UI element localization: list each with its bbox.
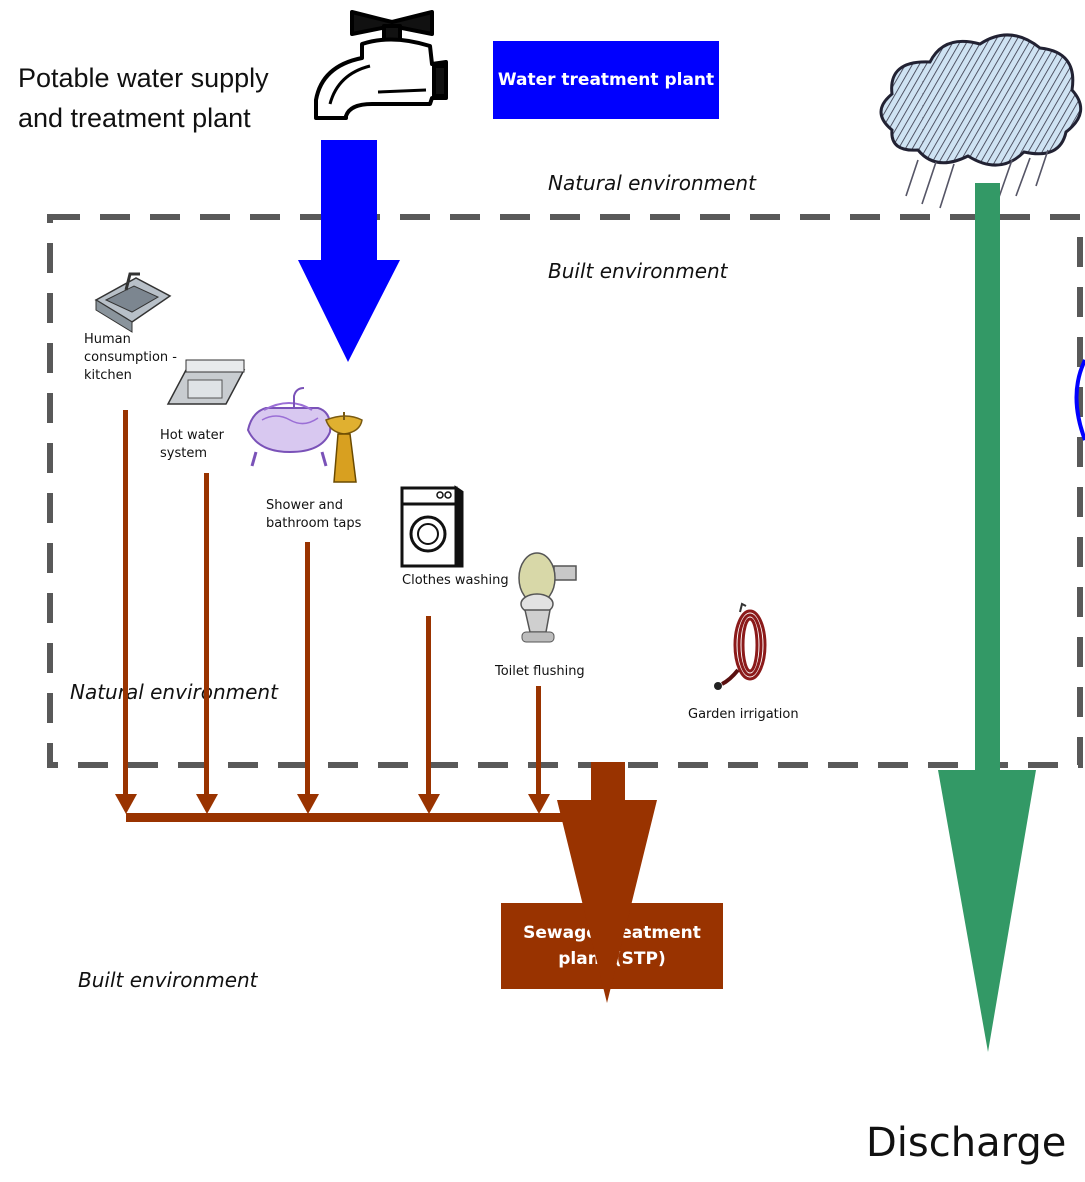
tap-icon — [314, 10, 448, 120]
use-label-garden: Garden irrigation — [688, 707, 799, 722]
use-label-kitchen: Human consumption - kitchen — [84, 332, 177, 383]
toilet-icon — [518, 552, 577, 643]
natural-environment-top-label: Natural environment — [548, 171, 756, 195]
potable-supply-arrow — [298, 140, 400, 362]
sewage-pipes — [115, 410, 633, 901]
built-environment-top-label: Built environment — [548, 259, 728, 283]
natural-environment-bottom-label: Natural environment — [70, 680, 278, 704]
use-label-toilet: Toilet flushing — [495, 664, 585, 679]
effluent-discharge-arrow — [557, 762, 657, 1003]
built-environment-bottom-label: Built environment — [78, 968, 258, 992]
supply-label: Potable water supply and treatment plant — [18, 63, 269, 133]
garden-hose-icon — [714, 602, 767, 690]
rain-cloud-icon — [879, 33, 1083, 209]
use-label-hot-water: Hot water system — [160, 428, 224, 461]
use-label-shower: Shower and bathroom taps — [266, 498, 362, 531]
bathtub-and-basin-icon — [246, 387, 363, 483]
washing-machine-icon — [400, 485, 464, 568]
water-treatment-plant-box: Water treatment plant — [493, 41, 719, 119]
hot-water-system-icon — [166, 359, 246, 405]
kitchen-sink-icon — [94, 272, 172, 333]
stormwater-discharge-arrow — [938, 183, 1036, 1052]
discharge-label: Discharge — [866, 1120, 1067, 1166]
partial-circle-shape — [1074, 359, 1085, 441]
use-label-clothes: Clothes washing — [402, 573, 509, 588]
built-environment-boundary — [47, 214, 1083, 768]
